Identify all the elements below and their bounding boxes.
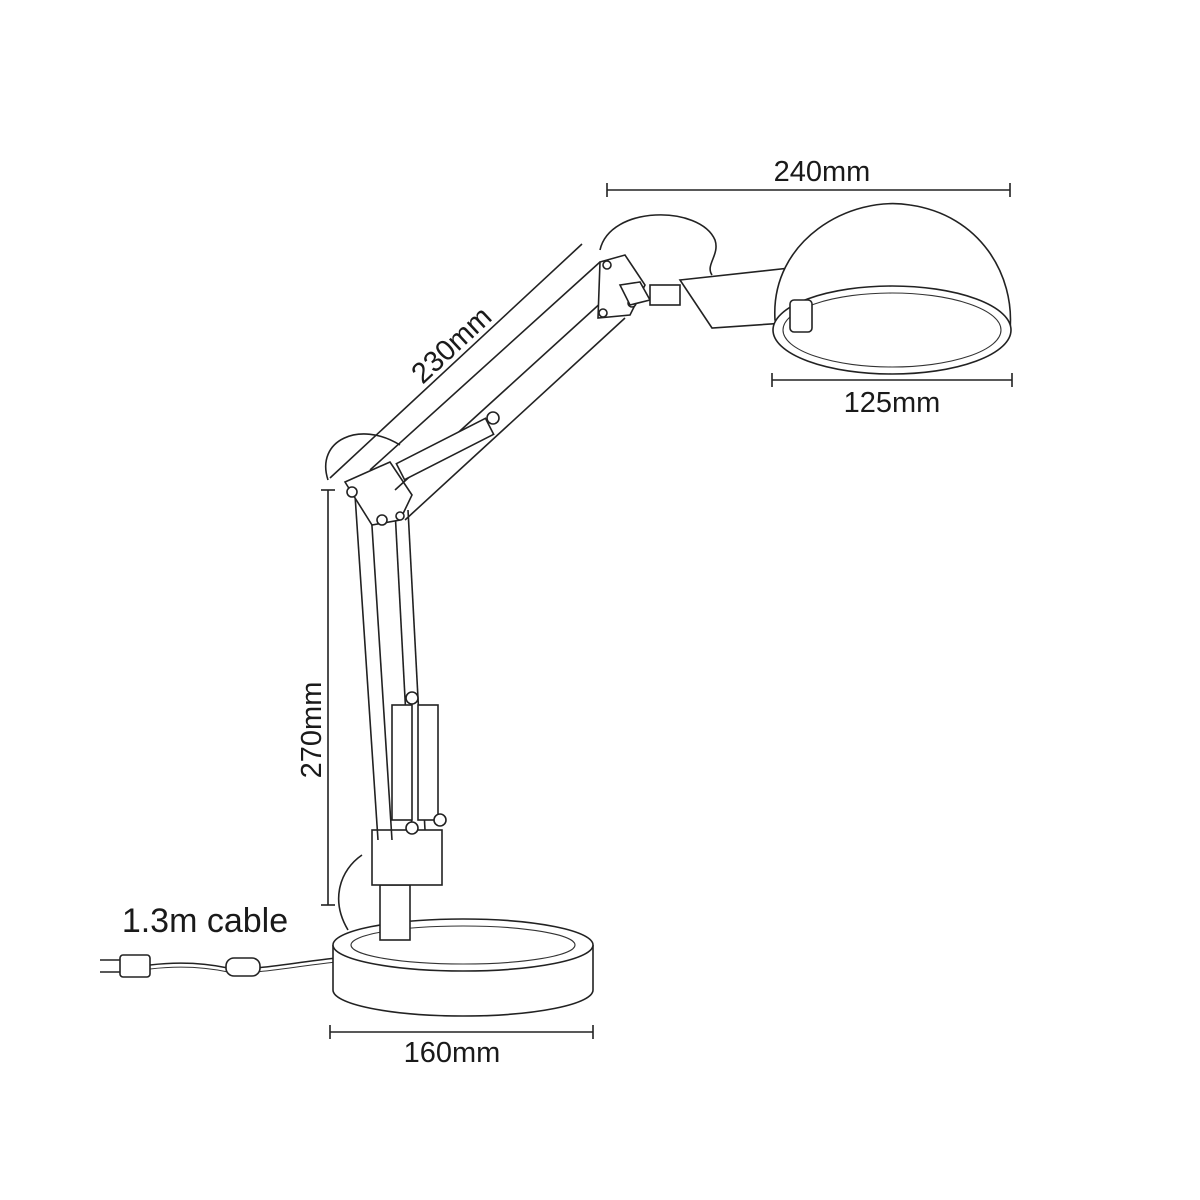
switch-icon — [225, 957, 261, 977]
lamp-base — [332, 854, 594, 1017]
spring-left — [391, 704, 413, 821]
dimension-125mm: 125mm — [771, 373, 1013, 419]
label-125mm: 125mm — [844, 387, 941, 419]
label-240mm: 240mm — [774, 156, 871, 188]
label-160mm: 160mm — [404, 1037, 501, 1069]
head-joint — [597, 214, 801, 329]
label-cable: 1.3m cable — [122, 902, 288, 940]
label-230mm: 230mm — [406, 301, 499, 390]
dimension-270mm: 270mm — [296, 489, 335, 906]
dimension-160mm: 160mm — [329, 1025, 594, 1069]
power-cable — [100, 954, 337, 978]
lamp-shade — [772, 202, 1012, 375]
spring-right — [417, 704, 439, 821]
upper-arm — [369, 261, 626, 521]
label-270mm: 270mm — [296, 682, 328, 779]
bulb-socket — [789, 299, 813, 333]
elbow-joint — [325, 433, 413, 526]
lower-arm — [354, 494, 447, 886]
dimension-240mm: 240mm — [606, 156, 1011, 197]
plug-icon — [119, 954, 151, 978]
upper-spring — [395, 417, 495, 481]
